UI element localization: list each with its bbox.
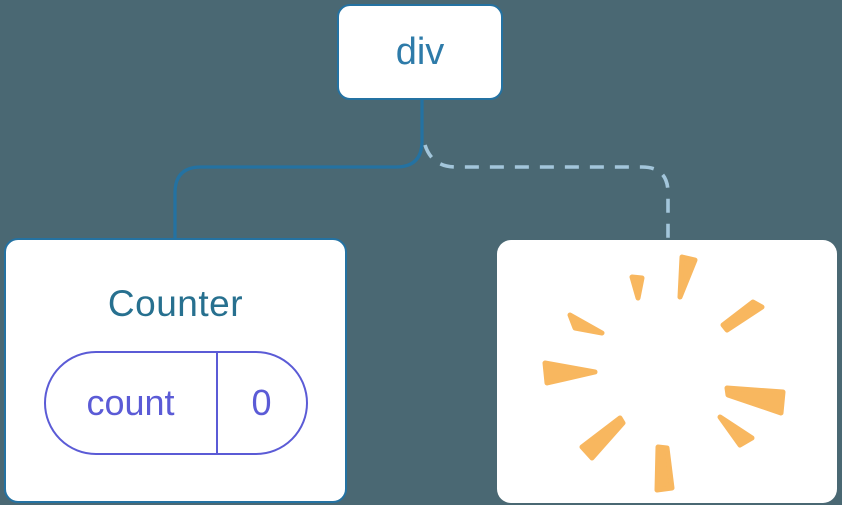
poof-burst-icon [542, 254, 786, 493]
counter-node-title: Counter [107, 283, 244, 324]
state-key-label: count [86, 382, 175, 423]
state-pill: count 0 [43, 351, 308, 455]
state-pill-divider [215, 353, 218, 453]
root-node-label: div [395, 30, 445, 73]
counter-node: Counter count 0 [4, 238, 347, 503]
edge-root-to-counter [173, 99, 424, 239]
edge-root-to-removed [423, 144, 670, 240]
root-node-div: div [337, 4, 503, 100]
state-value-label: 0 [251, 382, 272, 423]
removed-node [497, 240, 837, 503]
